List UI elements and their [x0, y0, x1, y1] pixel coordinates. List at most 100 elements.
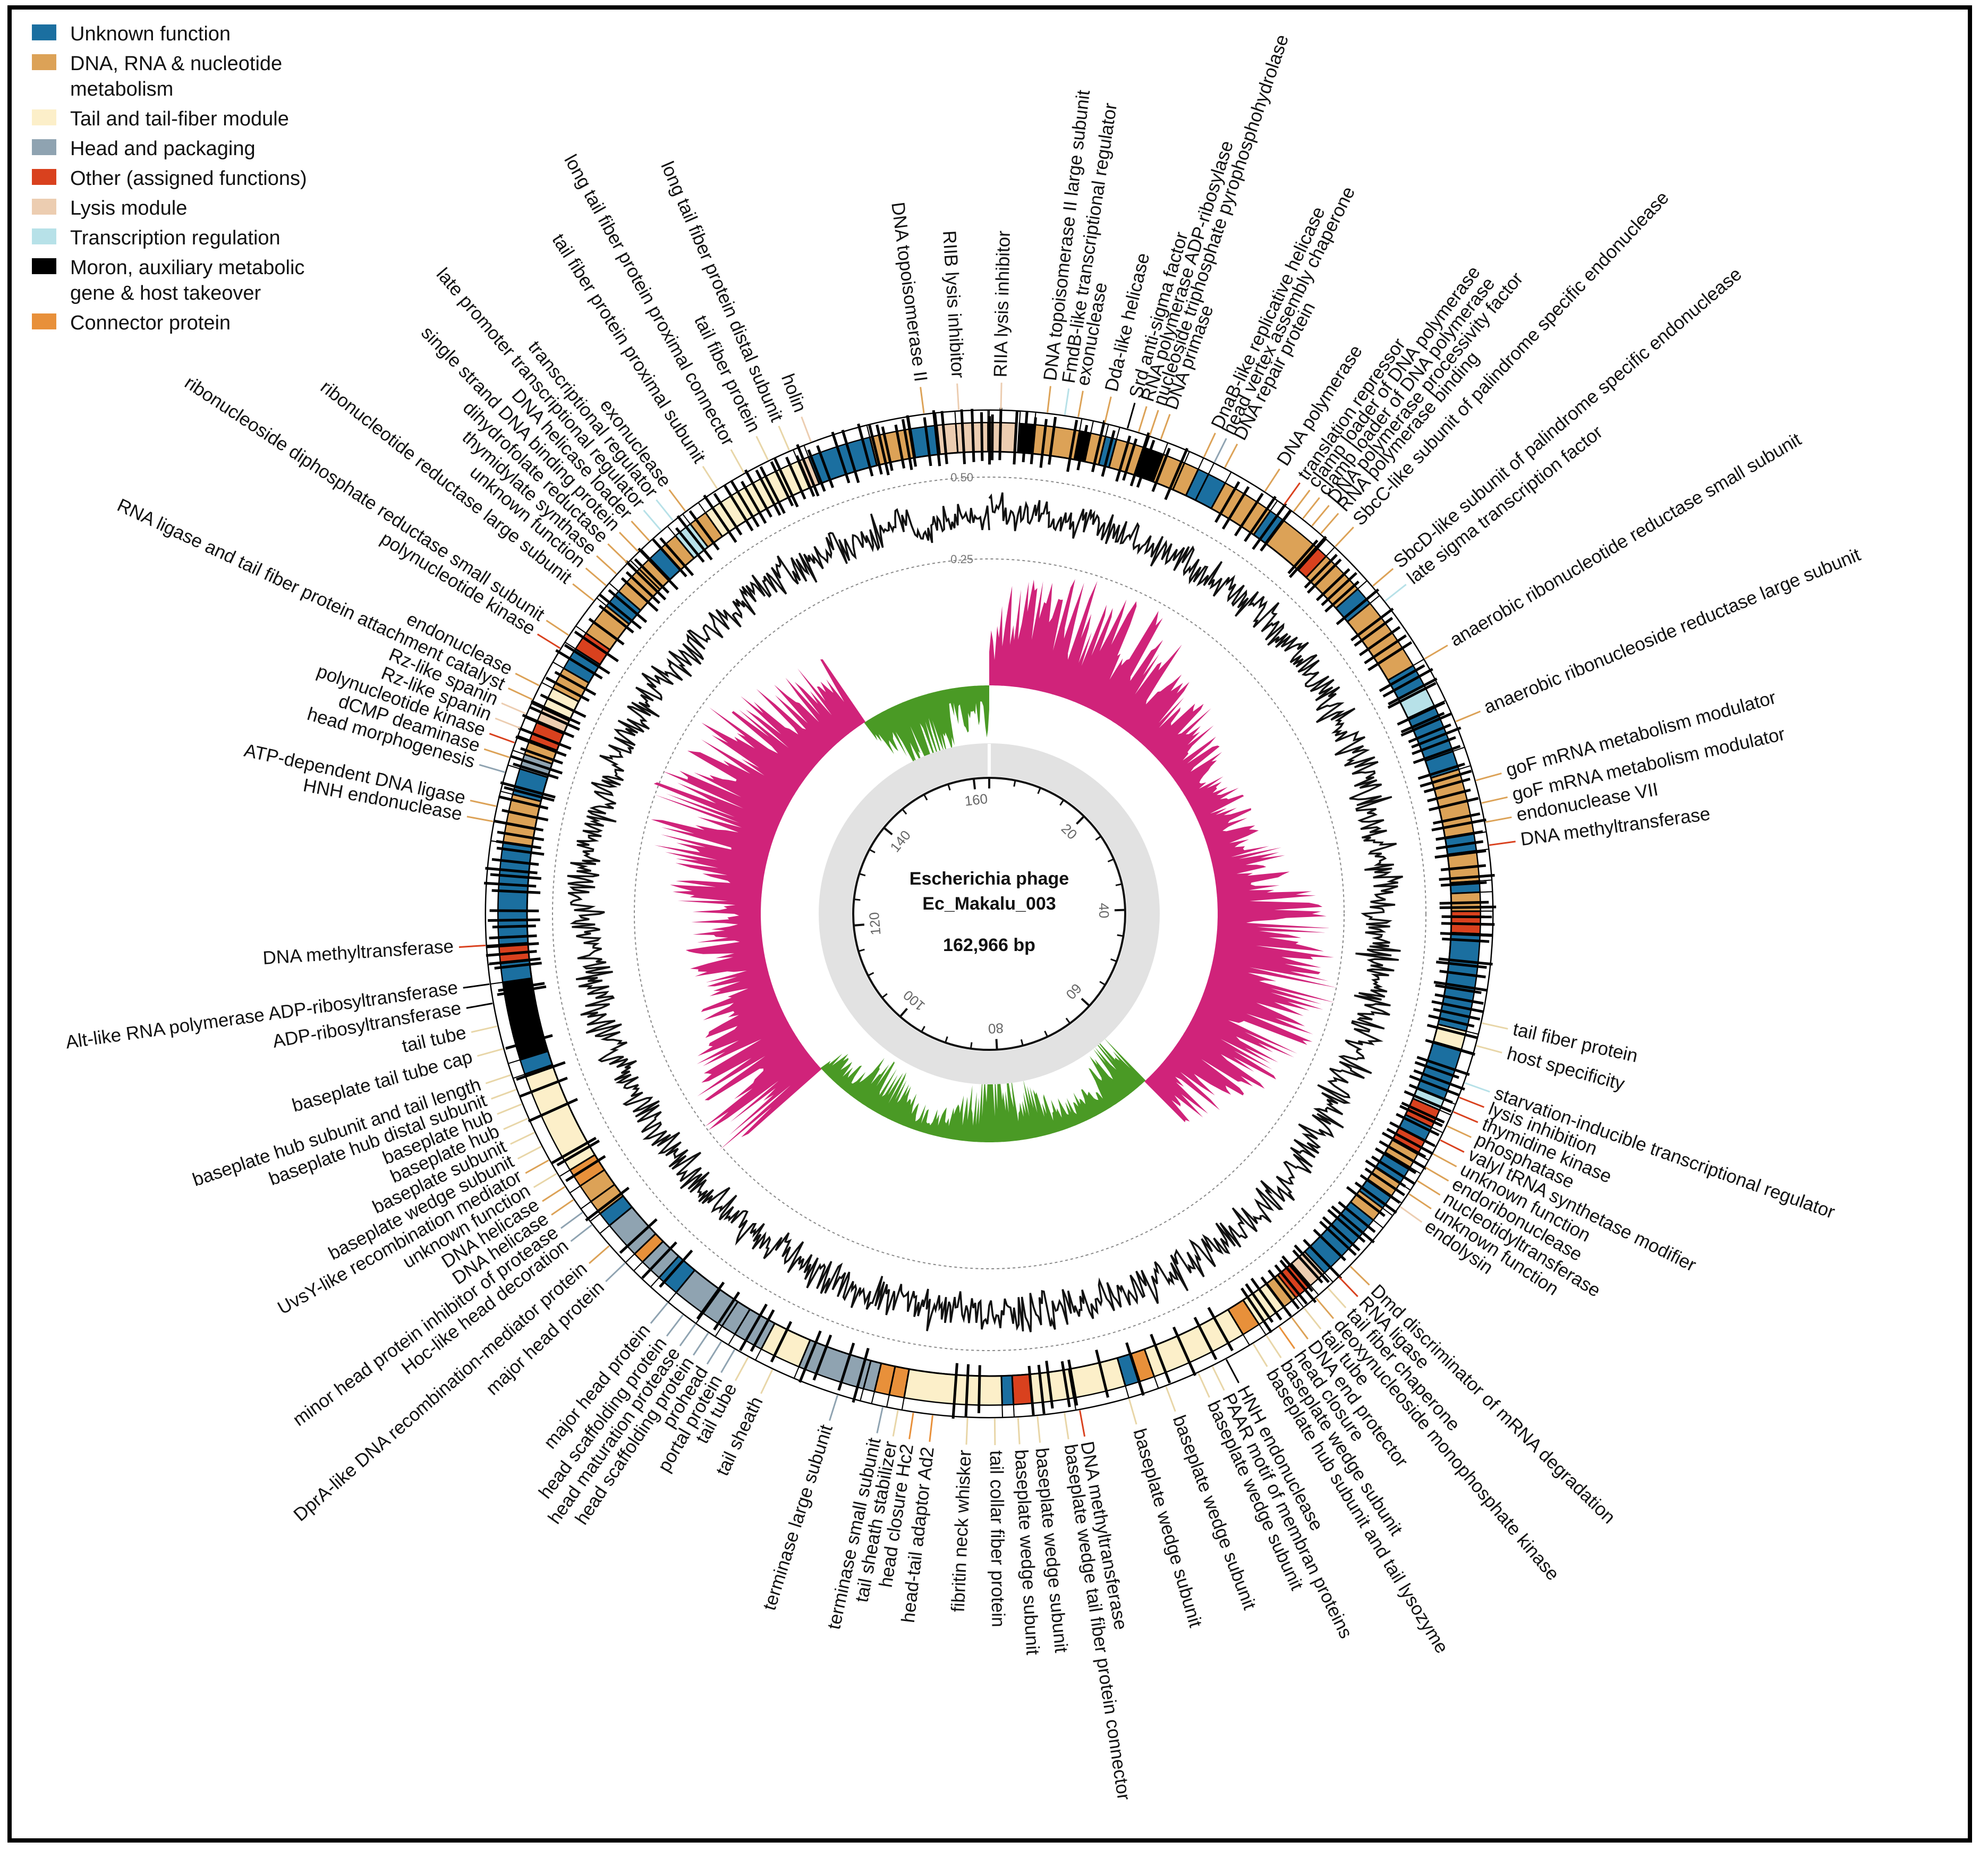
gene-boundary-tick [1274, 1264, 1308, 1305]
gene-boundary-tick [1429, 796, 1479, 811]
legend-label: Moron, auxiliary metabolic gene & host t… [70, 257, 305, 304]
label-connector [1252, 1343, 1268, 1367]
gene-segment-unknown [1000, 1374, 1015, 1406]
gene-boundary-tick [625, 560, 667, 601]
legend: Unknown function DNA, RNA & nucleotide m… [32, 21, 351, 340]
gene-boundary-tick [841, 429, 860, 483]
gene-label: fibritin neck whisker [948, 1449, 975, 1613]
gene-boundary-tick [1416, 1056, 1470, 1076]
major-tick [1114, 909, 1125, 912]
major-tick [1076, 816, 1085, 825]
label-connector [1165, 1386, 1176, 1412]
gene-boundary-tick [1433, 812, 1481, 825]
gene-boundary-tick [1364, 1167, 1405, 1196]
gene-boundary-tick [1388, 677, 1438, 706]
label-connector [1315, 1297, 1335, 1319]
gene-boundary-tick [713, 493, 743, 536]
gene-boundary-tick [1360, 1174, 1401, 1204]
minor-tick [1059, 799, 1065, 806]
label-connector [607, 543, 628, 563]
gene-boundary-tick [515, 735, 567, 757]
legend-swatch [32, 24, 56, 40]
gene-boundary-tick [1389, 1121, 1435, 1147]
label-connector [1425, 1167, 1449, 1182]
gene-boundary-tick [932, 410, 941, 466]
minor-tick [1099, 981, 1106, 986]
gene-boundary-tick [517, 726, 572, 750]
gene-boundary-tick [530, 700, 581, 725]
label-connector [1440, 1139, 1465, 1153]
legend-label: Tail and tail-fiber module [70, 108, 289, 130]
gene-boundary-tick [528, 1098, 578, 1123]
label-connector [1482, 1022, 1508, 1030]
legend-swatch [32, 313, 56, 329]
gene-boundary-tick [497, 830, 545, 842]
gene-boundary-tick [795, 455, 815, 497]
gene-boundary-tick [505, 1034, 553, 1050]
label-connector [1481, 796, 1508, 804]
gene-boundary-tick [1346, 1186, 1386, 1217]
gene-outer-strip [1480, 910, 1493, 935]
gene-boundary-tick [1067, 1359, 1078, 1406]
gene-boundary-tick [1172, 1326, 1197, 1376]
gene-boundary-tick [1319, 1220, 1357, 1256]
label-connector [1447, 1125, 1472, 1138]
minor-tick [945, 1036, 948, 1043]
label-connector [1203, 432, 1216, 457]
label-connector [1149, 410, 1159, 436]
label-connector [679, 1323, 696, 1346]
legend-label: Head and packaging [70, 138, 256, 160]
label-connector [1372, 568, 1394, 587]
gene-boundary-tick [703, 494, 737, 543]
minor-tick [858, 948, 865, 952]
gene-boundary-tick [638, 547, 679, 590]
gene-segment-unknown [497, 842, 533, 946]
label-connector [1224, 443, 1238, 468]
label-connector [560, 1211, 583, 1229]
gene-boundary-tick [1129, 432, 1150, 487]
gene-boundary-tick [1364, 634, 1407, 665]
label-connector [734, 1356, 749, 1381]
minor-tick [970, 1042, 973, 1049]
label-connector [908, 1412, 914, 1439]
gene-boundary-tick [494, 962, 542, 970]
gene-boundary-tick [1193, 1317, 1218, 1360]
gene-boundary-tick [619, 1218, 658, 1254]
label-connector [1408, 1193, 1432, 1210]
gene-boundary-tick [574, 630, 619, 663]
gene-boundary-tick [1440, 881, 1487, 887]
gene-boundary-tick [1400, 712, 1452, 737]
gene-boundary-tick [483, 881, 537, 888]
legend-item-tail: Tail and tail-fiber module [32, 106, 351, 132]
minor-tick [1065, 1017, 1071, 1024]
gene-boundary-tick [1292, 1249, 1323, 1284]
gene-boundary-tick [489, 934, 537, 940]
gene-boundary-tick [1245, 1283, 1274, 1323]
gene-boundary-tick [759, 466, 786, 514]
gene-boundary-tick [1164, 447, 1188, 500]
gene-boundary-tick [1315, 568, 1350, 601]
gene-boundary-tick [857, 423, 874, 477]
label-connector [668, 489, 686, 512]
label-connector [483, 748, 510, 758]
label-connector [458, 944, 486, 948]
gene-outer-strip [1001, 1404, 1015, 1418]
gene-boundary-tick [796, 444, 820, 497]
legend-item-transcription: Transcription regulation [32, 225, 351, 251]
gene-outer-strip [934, 411, 957, 426]
gene-boundary-tick [729, 479, 760, 528]
gene-boundary-tick [652, 538, 687, 578]
gene-boundary-tick [1387, 682, 1437, 709]
minor-tick [1115, 883, 1123, 886]
gene-boundary-tick [1433, 981, 1487, 992]
gene-boundary-tick [1336, 588, 1380, 625]
gene-boundary-tick [1303, 1238, 1343, 1280]
minor-tick [881, 993, 888, 998]
gene-boundary-tick [723, 485, 754, 531]
gene-boundary-tick [554, 671, 597, 696]
label-connector [503, 1117, 529, 1130]
gene-boundary-tick [1304, 554, 1338, 589]
legend-item-dna: DNA, RNA & nucleotide metabolism [32, 51, 351, 102]
gene-boundary-tick [1260, 509, 1293, 552]
label-connector [572, 583, 594, 601]
